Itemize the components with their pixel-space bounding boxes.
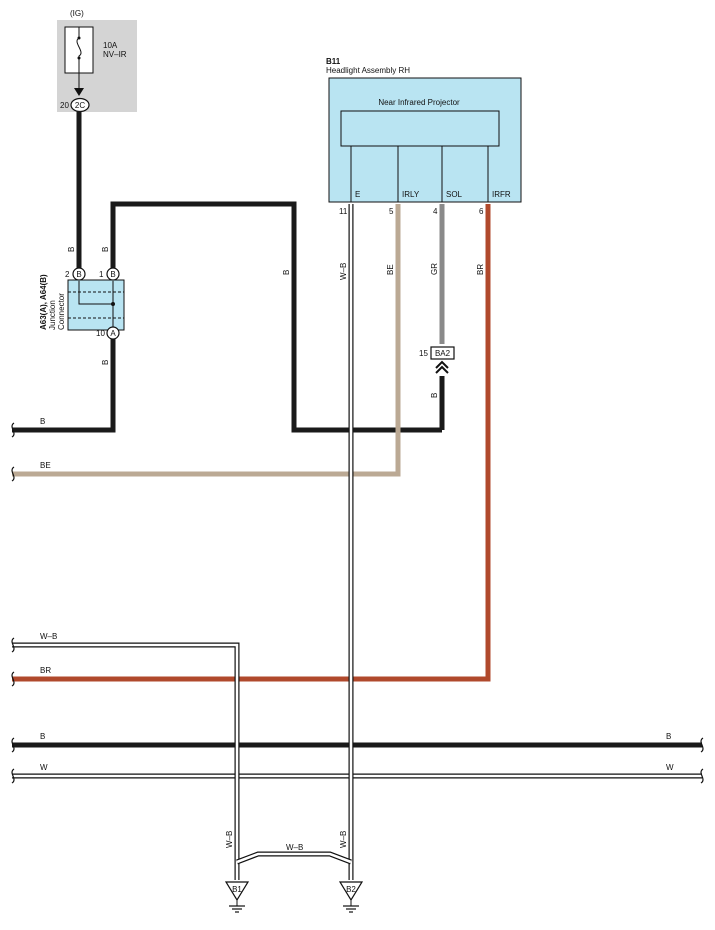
fuse-rating: 10A [103,41,118,50]
pin-irfr: 6 [479,207,484,216]
ground-b1-triangle [224,881,250,902]
junction-name: Junction [48,300,57,330]
label-b1-wire: W–B [225,831,234,848]
terminal-e: E [355,190,360,199]
wire-br [12,204,491,682]
junction-connector: B B A 2 1 10 A63(A), A64(B) Junction Con… [39,267,125,340]
label-bus-w-right: W [666,763,674,772]
wire-wb-b1 [12,643,239,880]
label-left-b: B [40,417,45,426]
wire-labels: B B B B B W–B BE GR BR B BE W–B BR B B W… [40,247,674,852]
label-e-wire: W–B [339,263,348,280]
break-icon [700,768,704,784]
label-bus-b-right: B [666,732,671,741]
headlight-assembly: B11 Headlight Assembly RH Near Infrared … [326,57,522,216]
connector-ba2: BA2 15 [419,346,455,374]
ba2-box [430,346,455,360]
junction-pin-in [72,267,86,281]
fuse-supply-label: (IG) [70,9,84,18]
label-b2-wire: W–B [339,831,348,848]
break-icon [11,466,15,482]
junction-code: A63(A), A64(B) [39,274,48,330]
wire-top-loop [110,201,442,433]
junction-pin-bottom-number: 10 [96,329,105,338]
ground-b1: B1 [224,881,250,913]
junction-box [67,279,125,331]
label-irfr-wire: BR [476,264,485,275]
break-icon [11,422,15,438]
terminal-irly: IRLY [402,190,420,199]
ground-b2-triangle [338,881,364,902]
svg-text:B: B [110,270,115,279]
label-irly-wire: BE [386,264,395,275]
label-ba2-down: B [430,393,439,398]
break-icon [11,671,15,687]
ground-b2: B2 [338,881,364,913]
break-icon [11,637,15,653]
terminal-irfr: IRFR [492,190,511,199]
fuse-connector-label: 2C [75,101,85,110]
junction-type: Connector [57,293,66,330]
fuse-block: (IG) 10A NV–IR 2C 20 [57,9,137,113]
label-fuse-down: B [67,247,76,252]
wires [12,111,702,880]
headlight-code: B11 [326,57,341,66]
ba2-pin: 15 [419,349,428,358]
svg-text:A: A [110,329,116,338]
wire-cross [236,852,352,864]
ground-b2-label: B2 [346,885,356,894]
svg-text:B: B [76,270,81,279]
terminal-sol: SOL [446,190,463,199]
projector-label: Near Infrared Projector [378,98,460,107]
wire-be [12,204,401,477]
label-bus-b-left: B [40,732,45,741]
ba2-chevron-icon [435,360,449,374]
label-bus-w-left: W [40,763,48,772]
label-junction-out: B [101,247,110,252]
label-junction-bottom: B [101,360,110,365]
break-icon [11,737,15,753]
label-sol-wire: GR [430,263,439,275]
junction-pin-bottom [106,326,120,340]
label-top-loop: B [282,270,291,275]
break-icon [11,768,15,784]
pin-irly: 5 [389,207,394,216]
label-left-be: BE [40,461,51,470]
junction-pin-out-number: 1 [99,270,104,279]
fuse-pin: 20 [60,101,69,110]
headlight-name: Headlight Assembly RH [326,66,410,75]
svg-text:BA2: BA2 [435,349,451,358]
fuse-arrow-icon [74,88,84,96]
wire-breaks [11,422,704,784]
fuse-name: NV–IR [103,50,127,59]
label-cross-wire: W–B [286,843,303,852]
pin-sol: 4 [433,207,438,216]
projector-box [340,110,500,147]
label-left-br: BR [40,666,51,675]
label-left-wb: W–B [40,632,57,641]
break-icon [700,737,704,753]
ground-b1-label: B1 [232,885,242,894]
pin-e: 11 [339,207,348,216]
junction-pin-out [106,267,120,281]
wire-left-b [12,338,116,433]
junction-pin-in-number: 2 [65,270,70,279]
